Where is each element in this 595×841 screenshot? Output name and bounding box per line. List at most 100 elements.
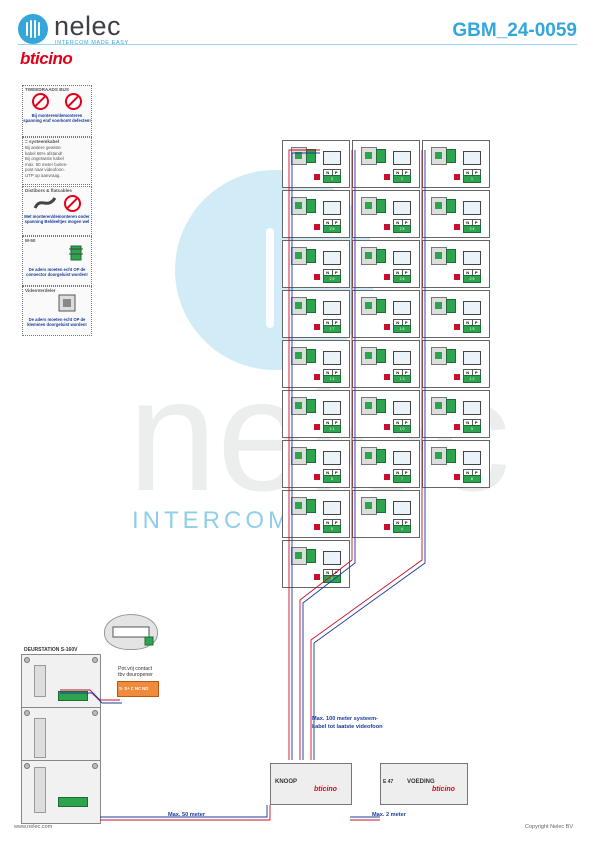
np-label-n: N bbox=[394, 170, 403, 176]
connector-block bbox=[446, 199, 456, 213]
np-label-n: N bbox=[394, 520, 403, 526]
red-jumper bbox=[454, 274, 460, 280]
red-jumper bbox=[454, 324, 460, 330]
np-label-n: N bbox=[324, 170, 333, 176]
red-jumper bbox=[384, 274, 390, 280]
red-jumper bbox=[384, 324, 390, 330]
videophone-icon bbox=[393, 451, 411, 465]
terminal-zoom-graphic bbox=[112, 626, 154, 646]
np-label-n: N bbox=[464, 220, 473, 226]
address-configurator: 1 5 bbox=[463, 325, 481, 333]
knoop-label: KNOOP bbox=[275, 779, 298, 785]
terminal-zoom-detail bbox=[104, 614, 158, 650]
legend-m50-warning: De aders moeten echt OP de connector doo… bbox=[26, 267, 88, 277]
videophone-icon bbox=[463, 201, 481, 215]
np-label-p: P bbox=[334, 270, 338, 275]
legend-cable-line: kabel 66% afstand! bbox=[25, 150, 63, 156]
address-configurator: 1 3 bbox=[393, 375, 411, 383]
relay-label: Pot.vrij contact tbv deuropener bbox=[118, 666, 153, 678]
connector-block bbox=[306, 349, 316, 363]
connector-block bbox=[376, 299, 386, 313]
address-configurator: 2 5 bbox=[463, 275, 481, 283]
connector-block bbox=[446, 399, 456, 413]
np-label-p: P bbox=[474, 420, 478, 425]
note-max100: Max. 100 meter systeem- bbox=[312, 716, 378, 722]
legend-m50: M-50 De aders moeten echt OP de connecto… bbox=[22, 236, 92, 286]
address-configurator: 4 bbox=[393, 525, 411, 533]
red-jumper bbox=[454, 474, 460, 480]
np-label-n: N bbox=[324, 270, 333, 276]
connector-block bbox=[376, 449, 386, 463]
legend-videoverdeler: VideoVerdeler De aders moeten echt OP de… bbox=[22, 286, 92, 336]
note-max100-line2: kabel tot laatste videofoon bbox=[312, 724, 383, 730]
address-configurator: 1 0 bbox=[393, 425, 411, 433]
videophone-icon bbox=[323, 401, 341, 415]
brand-tagline: INTERCOM MADE EASY bbox=[55, 40, 129, 46]
cable-icon bbox=[33, 197, 57, 209]
legend-cable-line: Bij andere gewiste bbox=[25, 145, 61, 150]
no-plug-icon bbox=[63, 195, 81, 212]
e47-label: E 47 bbox=[383, 779, 394, 785]
videophone-icon bbox=[463, 451, 481, 465]
np-label-p: P bbox=[334, 320, 338, 325]
connector-plate bbox=[431, 197, 447, 215]
connector-block bbox=[376, 499, 386, 513]
np-label-n: N bbox=[394, 270, 403, 276]
videophone-icon bbox=[323, 201, 341, 215]
door-station-module-bottom bbox=[21, 760, 101, 824]
legend-bus-icons bbox=[23, 93, 91, 113]
red-jumper bbox=[314, 174, 320, 180]
np-label-n: N bbox=[324, 220, 333, 226]
legend-distributors-icons bbox=[23, 194, 91, 214]
address-configurator: 2 6 bbox=[323, 225, 341, 233]
relay-module bbox=[117, 681, 159, 697]
connector-block bbox=[306, 549, 316, 563]
connector-block bbox=[376, 149, 386, 163]
legend-bus: TWEEDRAADS BUS Bij monteren/demonteren s… bbox=[22, 85, 92, 137]
np-label-p: P bbox=[334, 370, 338, 375]
videophone-icon bbox=[393, 251, 411, 265]
videophone-icon bbox=[463, 401, 481, 415]
np-label-n: N bbox=[394, 320, 403, 326]
address-configurator: 1 4 bbox=[323, 375, 341, 383]
connector-icon bbox=[69, 245, 83, 261]
red-jumper bbox=[314, 324, 320, 330]
videophone-icon bbox=[393, 501, 411, 515]
connector-block bbox=[306, 299, 316, 313]
connector-block bbox=[306, 499, 316, 513]
np-label-p: P bbox=[474, 370, 478, 375]
red-jumper bbox=[384, 424, 390, 430]
red-jumper bbox=[314, 424, 320, 430]
footer-copyright: Copyright Nelec BV bbox=[525, 824, 573, 830]
address-configurator: 6 bbox=[463, 475, 481, 483]
address-configurator: 3 bbox=[323, 175, 341, 183]
voeding-brand: bticino bbox=[432, 786, 455, 793]
np-label-p: P bbox=[404, 220, 408, 225]
np-label-p: P bbox=[404, 420, 408, 425]
np-label-p: P bbox=[474, 270, 478, 275]
knoop-brand: bticino bbox=[314, 786, 337, 793]
relay-pins: S- S+ C NC NO bbox=[119, 686, 149, 691]
np-label-n: N bbox=[464, 470, 473, 476]
videophone-icon bbox=[323, 151, 341, 165]
address-configurator: 5 bbox=[323, 525, 341, 533]
np-label-p: P bbox=[404, 270, 408, 275]
no-plug-icon bbox=[65, 93, 83, 110]
connector-block bbox=[446, 349, 456, 363]
connector-block bbox=[306, 449, 316, 463]
np-label-n: N bbox=[464, 270, 473, 276]
connector-block bbox=[376, 349, 386, 363]
distributor-icon bbox=[58, 294, 76, 312]
